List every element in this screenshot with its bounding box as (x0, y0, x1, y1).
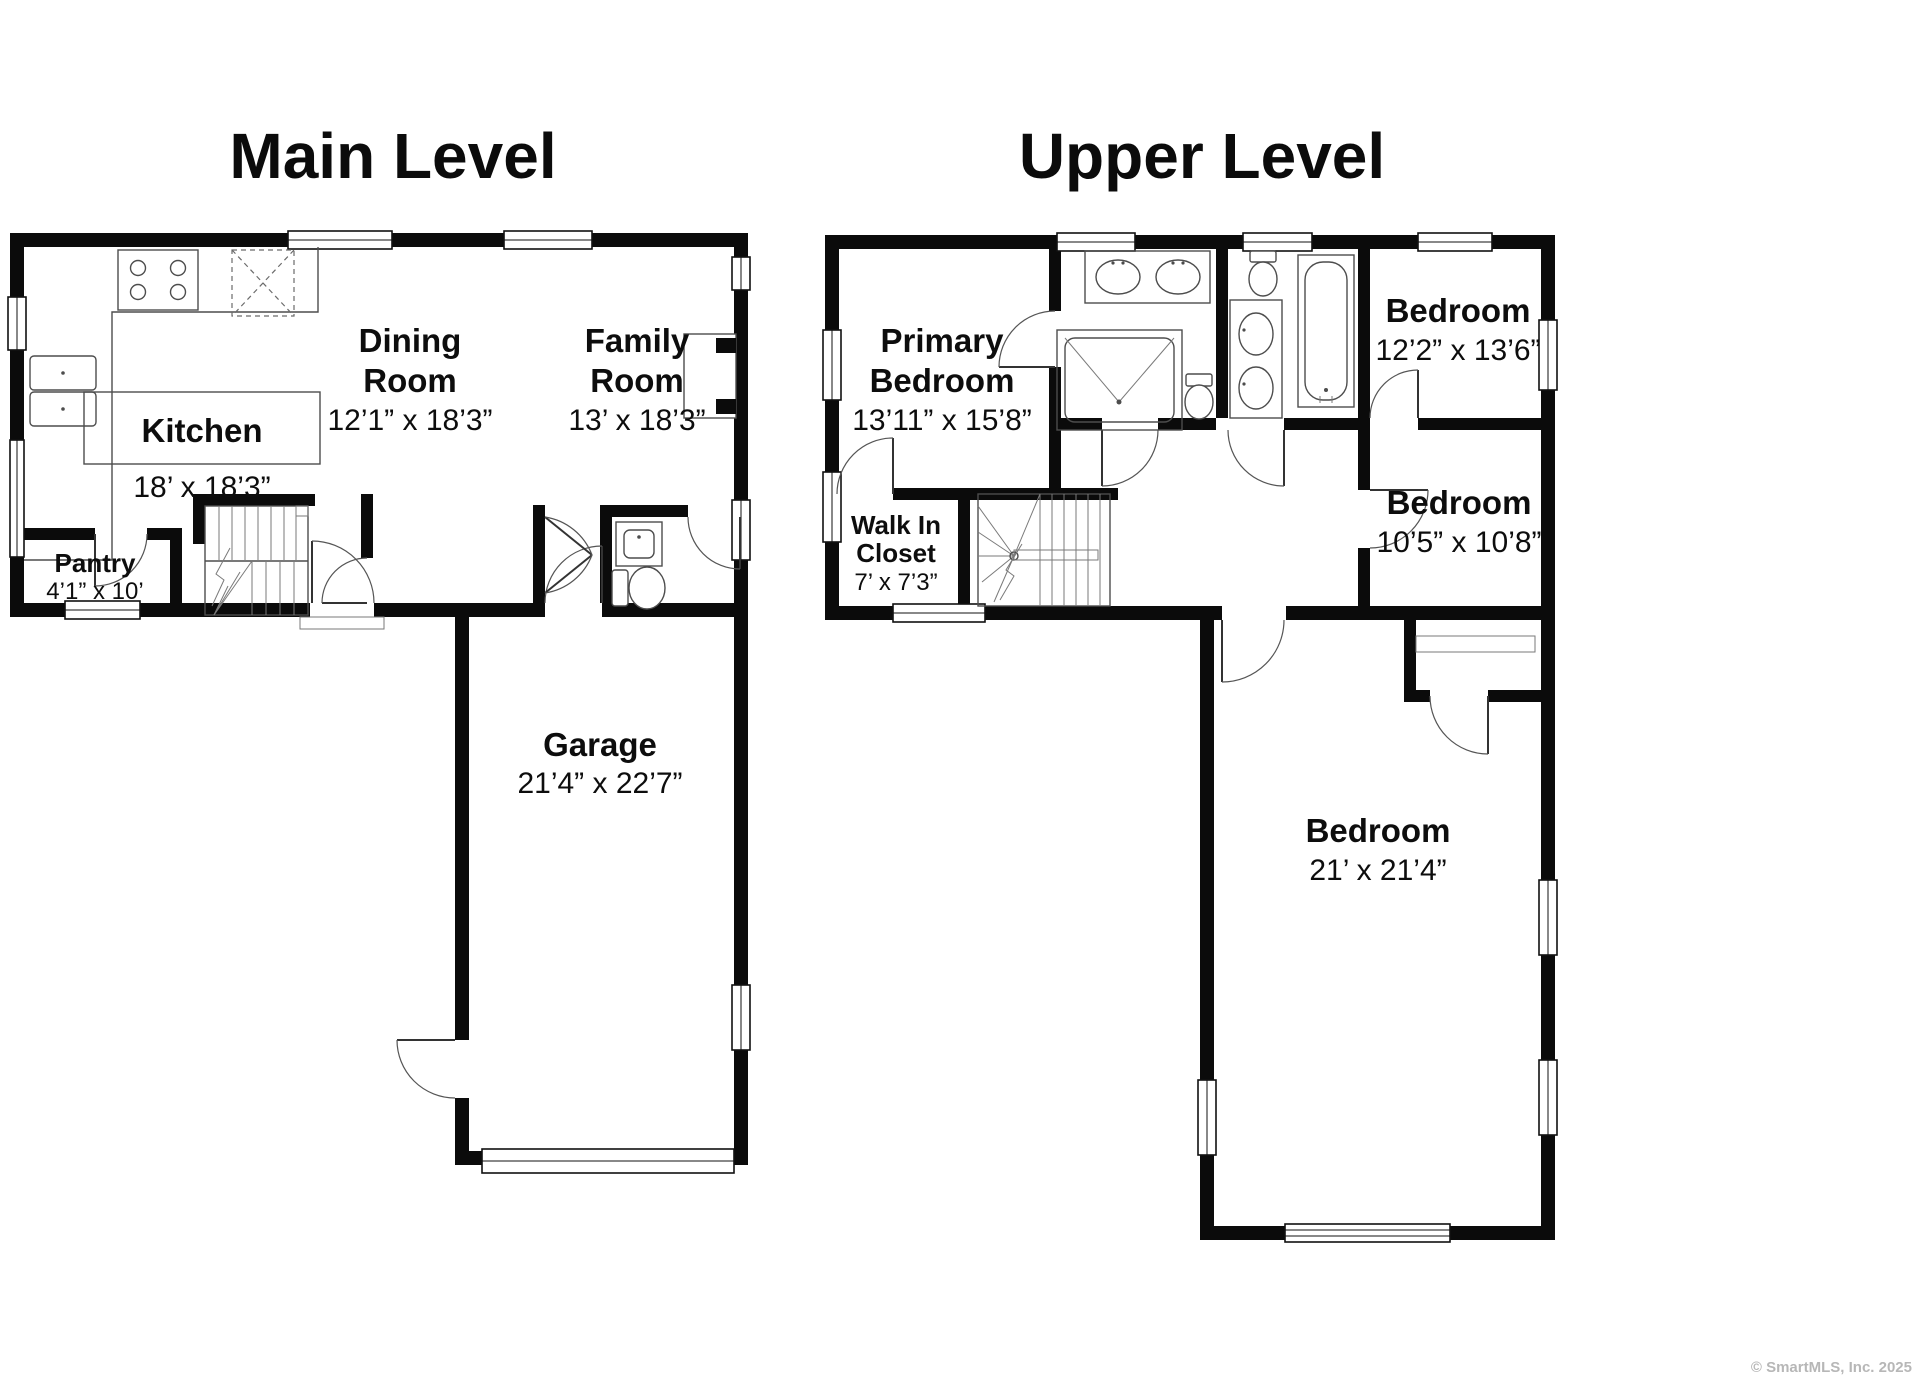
main-level-title: Main Level (229, 120, 556, 192)
stove-icon (117, 249, 199, 311)
garage-door (481, 1148, 735, 1174)
vanity-icon (1229, 299, 1283, 419)
powder-room-fixtures (611, 521, 666, 610)
bedroom-mid-right-door (1369, 489, 1429, 549)
main-level-labels: Kitchen 18’ x 18’3” Dining Room 12’1” x … (46, 322, 705, 800)
upper-level-walls (825, 235, 1555, 1240)
window (731, 256, 751, 291)
window (822, 471, 842, 543)
fireplace-icon (683, 333, 737, 419)
toilet-icon (1248, 250, 1278, 297)
room-label-wic-line2: Closet (856, 538, 936, 568)
window (1197, 1079, 1217, 1156)
room-label-primary-line2: Bedroom (870, 362, 1015, 399)
room-dims-wic: 7’ x 7’3” (854, 569, 937, 596)
window (1538, 1059, 1558, 1136)
main-level-plan: Kitchen 18’ x 18’3” Dining Room 12’1” x … (7, 230, 751, 1174)
room-label-kitchen: Kitchen (141, 412, 262, 449)
stairs-upper-level (977, 493, 1111, 607)
garage-entry-door (544, 545, 603, 604)
room-label-dining-line2: Room (363, 362, 457, 399)
window (1538, 879, 1558, 956)
window-wide (1284, 1223, 1451, 1243)
refrigerator-icon (231, 249, 295, 317)
bedroom-large-closet-door (1429, 695, 1489, 755)
kitchen-fixtures (24, 247, 321, 561)
kitchen-island (83, 391, 321, 465)
powder-room-door (687, 516, 741, 570)
window (1538, 319, 1558, 391)
window (892, 603, 986, 623)
room-label-garage: Garage (543, 726, 657, 763)
window (822, 329, 842, 401)
room-dims-bedroom-mid-right: 10’5” x 10’8” (1376, 526, 1541, 559)
room-label-bedroom-large: Bedroom (1306, 812, 1451, 849)
walk-in-closet-door (836, 437, 894, 495)
room-dims-family: 13’ x 18’3” (568, 404, 705, 437)
room-label-pantry: Pantry (55, 548, 136, 578)
bathtub-icon (1297, 254, 1355, 408)
stairs-main-level (204, 505, 309, 616)
bedroom-top-right-door (1369, 369, 1419, 419)
room-dims-primary: 13’11” x 15’8” (852, 404, 1032, 437)
room-dims-pantry: 4’1” x 10’ (46, 578, 143, 605)
upper-level-title: Upper Level (1019, 120, 1385, 192)
room-dims-dining: 12’1” x 18’3” (327, 404, 492, 437)
room-dims-bedroom-large: 21’ x 21’4” (1309, 854, 1446, 887)
room-label-family-line1: Family (585, 322, 690, 359)
room-label-bedroom-top-right: Bedroom (1386, 292, 1531, 329)
upper-level-plan: Primary Bedroom 13’11” x 15’8” Bedroom 1… (822, 232, 1558, 1243)
window (64, 600, 141, 620)
closet-double-doors (544, 516, 593, 594)
room-dims-kitchen: 18’ x 18’3” (133, 471, 270, 504)
room-dims-garage: 21’4” x 22’7” (517, 767, 682, 800)
bedroom-large-entry-door (1221, 619, 1285, 683)
shower-icon (1056, 329, 1183, 431)
watermark: © SmartMLS, Inc. 2025 (1751, 1359, 1912, 1376)
front-door (299, 540, 385, 630)
room-label-bedroom-mid-right: Bedroom (1387, 484, 1532, 521)
room-label-primary-line1: Primary (881, 322, 1005, 359)
window (1417, 232, 1493, 252)
bathroom-sink-icon (615, 521, 663, 567)
upper-level-fixtures (1056, 250, 1536, 653)
window-slider (9, 439, 25, 558)
double-vanity-icon (1084, 250, 1211, 304)
main-level-walls (10, 233, 748, 1165)
upper-level-doors (836, 310, 1489, 755)
hall-door (321, 557, 368, 604)
room-label-wic-line1: Walk In (851, 510, 941, 540)
window (7, 296, 27, 351)
window (1056, 232, 1136, 252)
primary-bath-door (998, 310, 1056, 368)
hall-bath-door (1227, 429, 1285, 487)
upper-level-windows (822, 232, 1558, 1243)
garage-side-door (396, 1039, 456, 1099)
window (287, 230, 393, 250)
kitchen-sink-icon (29, 355, 97, 427)
toilet-icon (611, 566, 666, 610)
primary-bath-hall-door (1101, 429, 1159, 487)
window (503, 230, 593, 250)
room-dims-bedroom-top-right: 12’2” x 13’6” (1375, 334, 1540, 367)
kitchen-counter (24, 247, 319, 561)
closet-shelf (1415, 635, 1536, 653)
main-level-doors (94, 516, 741, 1099)
room-label-family-line2: Room (590, 362, 684, 399)
window (731, 984, 751, 1051)
main-level-windows (7, 230, 751, 1174)
toilet-icon (1184, 373, 1214, 420)
room-label-dining-line1: Dining (359, 322, 462, 359)
upper-level-labels: Primary Bedroom 13’11” x 15’8” Bedroom 1… (851, 292, 1542, 887)
window (1242, 232, 1313, 252)
